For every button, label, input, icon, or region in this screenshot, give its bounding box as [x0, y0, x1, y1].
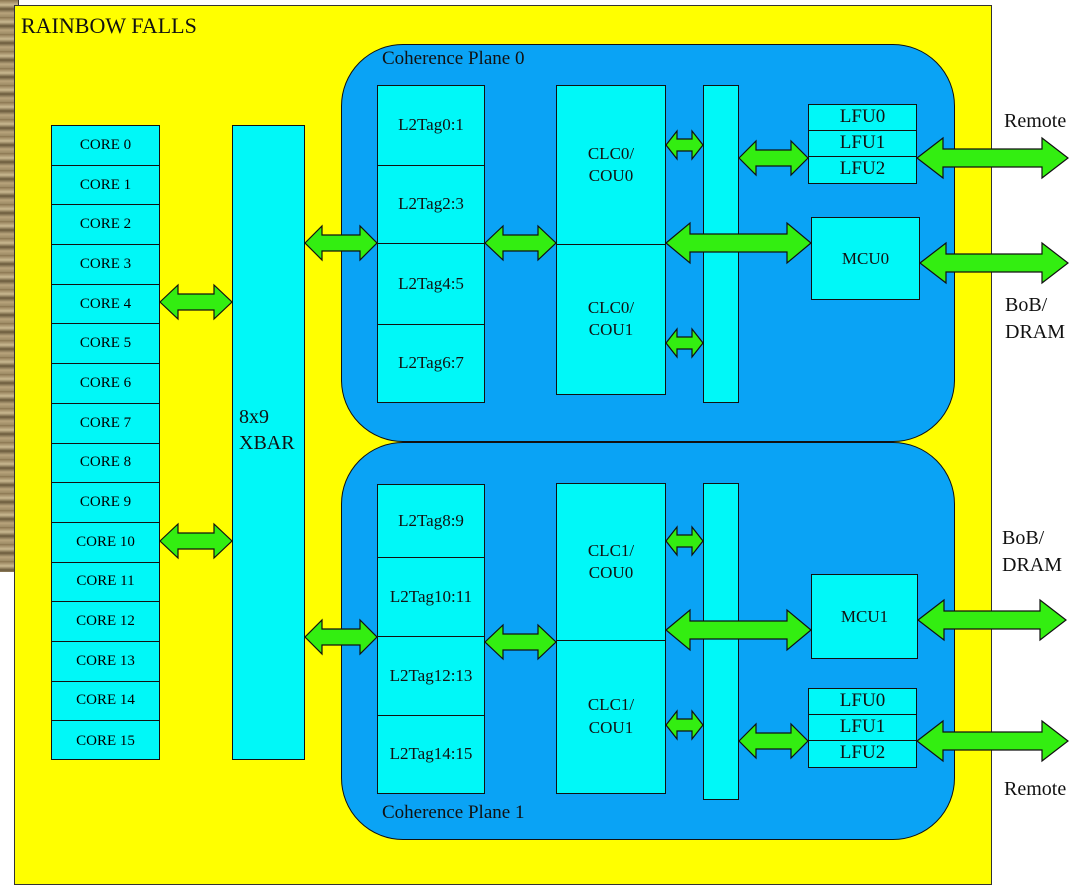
core-2: CORE 2: [52, 205, 159, 246]
plane-0-clc-1-line2: COU1: [588, 320, 634, 339]
plane-0-l2tag-0: L2Tag0:1: [378, 86, 484, 166]
plane-0-clc-1: CLC0/ COU1: [557, 245, 665, 393]
arrow-clc1-bus-plane1: [665, 709, 704, 741]
plane-1-clc-0: CLC1/ COU0: [557, 484, 665, 641]
core-14: CORE 14: [52, 682, 159, 722]
arrow-core10-xbar: [159, 522, 233, 560]
plane-0-clc-0-line1: CLC0/: [587, 143, 635, 163]
arrow-xbar-plane0: [304, 224, 378, 262]
plane-0-l2tag-1: L2Tag2:3: [378, 166, 484, 244]
plane-0-lfu-1: LFU1: [809, 131, 916, 157]
arrow-bus-lfu-plane0: [738, 139, 809, 177]
arrow-lfu-remote-top: [916, 136, 1069, 180]
arrow-clc1-bus-plane0: [665, 327, 704, 359]
bob-dram-label-bottom: BoB/ DRAM: [1002, 525, 1062, 579]
plane-0-clc-0-line2: COU0: [588, 166, 634, 185]
plane-1-l2tag-1: L2Tag10:11: [378, 558, 484, 637]
plane-1-mcu: MCU1: [811, 574, 918, 659]
core-list: CORE 0 CORE 1 CORE 2 CORE 3 CORE 4 CORE …: [51, 125, 160, 760]
core-8: CORE 8: [52, 444, 159, 484]
plane-1-clc-1-line2: COU1: [588, 717, 634, 737]
core-4: CORE 4: [52, 285, 159, 325]
xbar-label-name: XBAR: [239, 432, 295, 454]
plane-0-lfu-0: LFU0: [809, 105, 916, 131]
plane-1-l2tag-stack: L2Tag8:9 L2Tag10:11 L2Tag12:13 L2Tag14:1…: [377, 484, 485, 794]
core-5: CORE 5: [52, 324, 159, 365]
arrow-xbar-plane1: [304, 618, 378, 656]
plane-1-l2tag-3: L2Tag14:15: [389, 743, 473, 763]
arrow-mcu0-dram: [919, 241, 1069, 285]
core-9: CORE 9: [52, 483, 159, 523]
core-11: CORE 11: [52, 563, 159, 603]
remote-label-bottom: Remote: [1004, 778, 1067, 800]
bob-label-bottom: BoB/: [1002, 527, 1045, 549]
xbar-label-size: 8x9: [239, 406, 269, 428]
plane-0-l2tag-2: L2Tag4:5: [378, 244, 484, 325]
remote-label-top: Remote: [1004, 110, 1067, 132]
plane-1-clc-stack: CLC1/ COU0 CLC1/ COU1: [556, 483, 666, 794]
plane-0-l2tag-stack: L2Tag0:1 L2Tag2:3 L2Tag4:5 L2Tag6:7: [377, 85, 485, 403]
plane-0-clc-1-line1: CLC0/: [587, 297, 635, 317]
arrow-lfu-remote-bottom: [916, 719, 1069, 763]
chip-title: RAINBOW FALLS: [21, 13, 197, 38]
arrow-clc-mcu-plane0: [665, 221, 812, 265]
plane-1-lfu-2: LFU2: [839, 742, 886, 764]
plane-0-label: Coherence Plane 0: [382, 48, 525, 69]
plane-0-lfu-stack: LFU0 LFU1 LFU2: [808, 104, 917, 184]
plane-1-clc-1: CLC1/ COU1: [557, 641, 665, 792]
arrow-clc-mcu-plane1: [665, 608, 812, 652]
plane-1-lfu-0: LFU0: [809, 689, 916, 715]
plane-1-l2tag-2: L2Tag12:13: [378, 637, 484, 716]
core-15: CORE 15: [76, 732, 135, 749]
arrow-l2-clc-plane0: [484, 224, 557, 262]
plane-1-lfu-stack: LFU0 LFU1 LFU2: [808, 688, 917, 768]
arrow-clc0-bus-plane0: [665, 129, 704, 161]
xbar-block: 8x9 XBAR: [232, 125, 305, 760]
plane-1-clc-0-line2: COU0: [588, 563, 634, 582]
plane-0-lfu-2: LFU2: [839, 158, 886, 180]
plane-1-l2tag-0: L2Tag8:9: [378, 485, 484, 558]
arrow-core4-xbar: [159, 283, 233, 321]
plane-0-clc-0: CLC0/ COU0: [557, 86, 665, 245]
bob-dram-label-top: BoB/ DRAM: [1005, 292, 1065, 346]
plane-1-clc-1-line1: CLC1/: [587, 695, 635, 715]
core-1: CORE 1: [52, 166, 159, 206]
dram-label-bottom: DRAM: [1002, 554, 1063, 576]
plane-0-l2tag-3: L2Tag6:7: [398, 352, 464, 372]
plane-1-label: Coherence Plane 1: [382, 802, 525, 823]
bob-label-top: BoB/: [1005, 294, 1048, 316]
arrow-bus-lfu-plane1: [738, 722, 809, 760]
core-7: CORE 7: [52, 404, 159, 444]
arrow-mcu1-dram: [917, 598, 1067, 642]
plane-1-clc-0-line1: CLC1/: [587, 540, 635, 560]
core-12: CORE 12: [52, 602, 159, 642]
core-0: CORE 0: [52, 126, 159, 166]
core-3: CORE 3: [52, 245, 159, 285]
arrow-l2-clc-plane1: [484, 623, 557, 661]
plane-0-clc-stack: CLC0/ COU0 CLC0/ COU1: [556, 85, 666, 395]
plane-1-bus-bar: [703, 483, 739, 800]
plane-1-lfu-1: LFU1: [809, 715, 916, 741]
arrow-clc0-bus-plane1: [665, 525, 704, 557]
core-10: CORE 10: [52, 523, 159, 563]
core-13: CORE 13: [52, 642, 159, 682]
core-6: CORE 6: [52, 364, 159, 404]
plane-0-mcu: MCU0: [811, 217, 920, 300]
dram-label-top: DRAM: [1005, 321, 1066, 343]
